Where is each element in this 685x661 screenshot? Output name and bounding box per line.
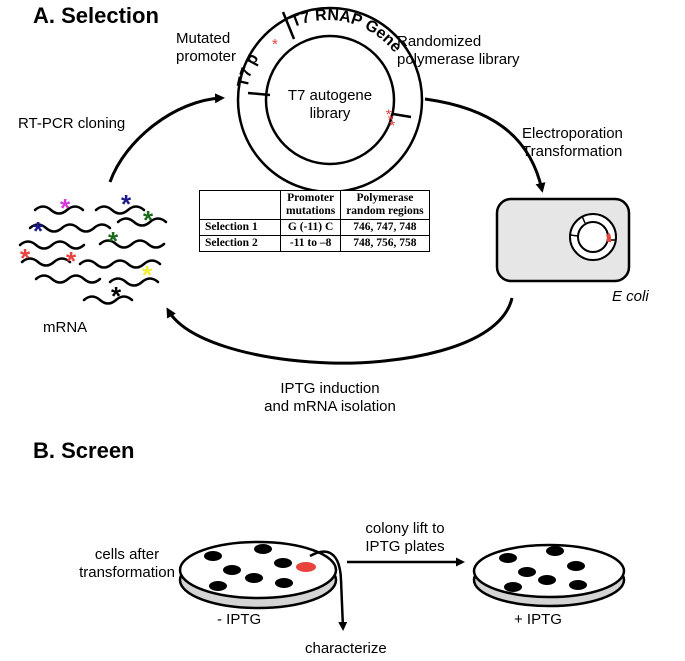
iptg-induction-label: IPTG induction and mRNA isolation bbox=[264, 380, 396, 415]
table-cell: -11 to –8 bbox=[279, 235, 342, 252]
section-b-title: B. Screen bbox=[33, 438, 135, 463]
svg-text:*: * bbox=[108, 226, 119, 256]
mrna-label: mRNA bbox=[43, 319, 88, 336]
plasmid: T7 p T7 RNAP Gene * *** bbox=[235, 6, 424, 194]
svg-text:*: * bbox=[20, 243, 31, 273]
section-a-title: A. Selection bbox=[33, 3, 159, 28]
plus-iptg-label: + IPTG bbox=[514, 611, 562, 628]
mrna-mutation-stars: * * * * * * * * * bbox=[20, 189, 154, 311]
ecoli-cell bbox=[495, 197, 631, 283]
ecoli-label: E coli bbox=[612, 288, 649, 305]
svg-text:*: * bbox=[66, 246, 77, 276]
minus-iptg-label: - IPTG bbox=[217, 611, 262, 628]
electroporation-arrow bbox=[424, 97, 546, 193]
table-header-row: Promoter mutations Polymerase random reg… bbox=[199, 190, 430, 220]
plate-plus-iptg bbox=[472, 543, 626, 608]
promoter-mutation-mark: * bbox=[272, 36, 278, 53]
cells-after-transformation-label: cells after transformation bbox=[79, 546, 175, 581]
ecoli-plasmid-inner bbox=[577, 221, 609, 253]
table-cell: 748, 756, 758 bbox=[340, 235, 430, 252]
table-cell: Selection 2 bbox=[199, 235, 281, 252]
table-cell: Selection 1 bbox=[199, 219, 281, 236]
svg-text:*: * bbox=[142, 260, 153, 290]
table-header-cell: Promoter mutations bbox=[279, 190, 342, 220]
svg-text:*: * bbox=[121, 189, 132, 219]
rtpcr-label: RT-PCR cloning bbox=[18, 115, 126, 132]
electroporation-label: Electroporation Transformation bbox=[522, 125, 623, 160]
characterize-arrow bbox=[309, 550, 348, 631]
plasmid-divider-right bbox=[392, 112, 412, 119]
svg-text:*: * bbox=[111, 281, 122, 311]
table-header-cell bbox=[199, 190, 281, 220]
plasmid-inner-ring bbox=[264, 34, 396, 166]
gene-mutation-marks: *** bbox=[377, 108, 399, 130]
plasmid-divider-left bbox=[247, 91, 271, 97]
plasmid-divider-top bbox=[281, 11, 296, 40]
colony-lift-label: colony lift to IPTG plates bbox=[365, 520, 445, 555]
svg-text:*: * bbox=[143, 205, 154, 235]
table-row: Selection 1 G (-11) C 746, 747, 748 bbox=[199, 219, 430, 236]
plasmid-center-label: T7 autogene library bbox=[287, 87, 373, 122]
characterize-label: characterize bbox=[305, 640, 387, 657]
selected-colony bbox=[296, 562, 316, 572]
mutated-promoter-label: Mutated promoter bbox=[176, 30, 237, 65]
svg-text:*: * bbox=[60, 193, 71, 223]
table-header-cell: Polymerase random regions bbox=[340, 190, 430, 220]
plate-minus-iptg bbox=[178, 540, 338, 610]
randomized-library-label: Randomized polymerase library bbox=[397, 33, 520, 68]
rtpcr-arrow bbox=[108, 93, 225, 183]
table-cell: 746, 747, 748 bbox=[340, 219, 430, 236]
table-cell: G (-11) C bbox=[279, 219, 342, 236]
svg-text:*: * bbox=[33, 216, 44, 246]
table-row: Selection 2 -11 to –8 748, 756, 758 bbox=[199, 235, 430, 252]
selection-table: Promoter mutations Polymerase random reg… bbox=[199, 190, 430, 252]
iptg-induction-arrow bbox=[166, 297, 514, 365]
ecoli-plasmid-mutation-mark bbox=[606, 233, 612, 243]
mrna-strands bbox=[18, 205, 168, 305]
